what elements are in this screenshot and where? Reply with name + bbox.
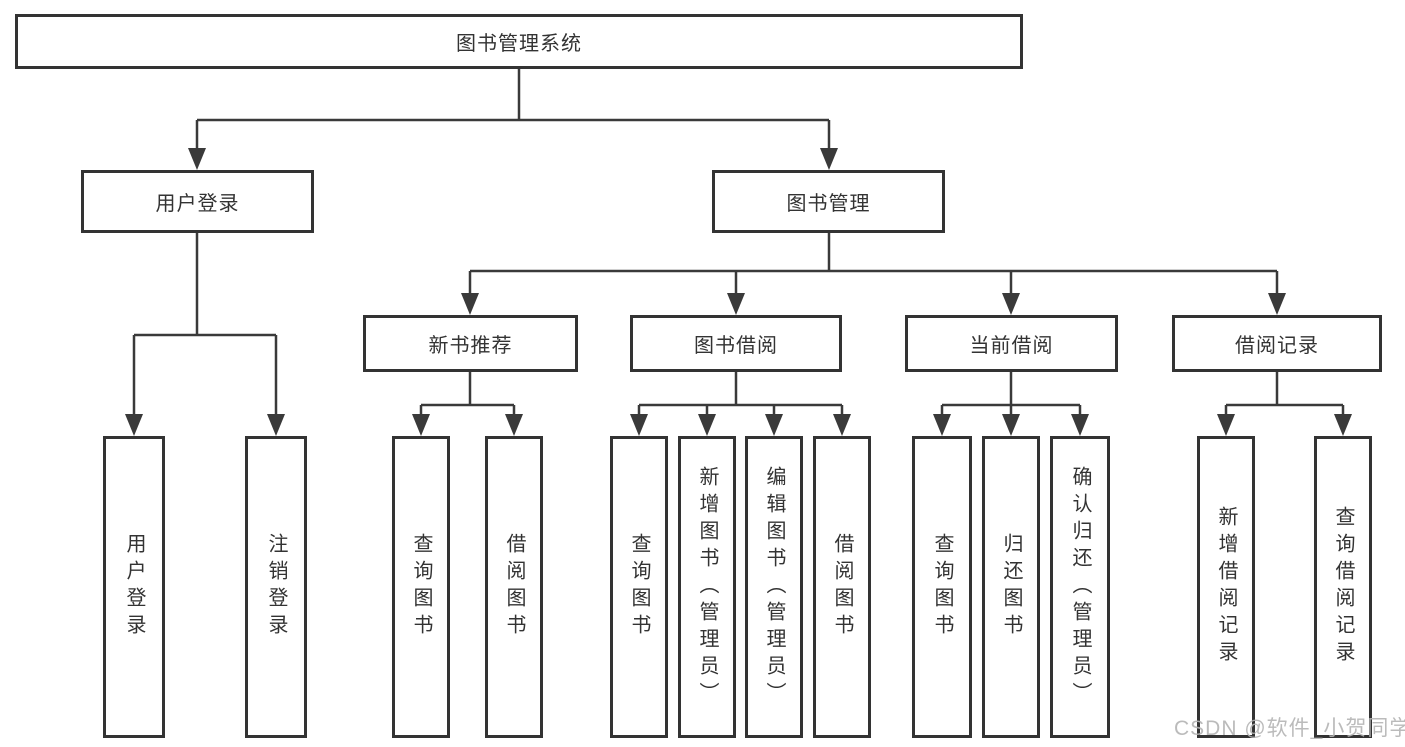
arrow-down-icon: [833, 414, 851, 436]
arrow-down-icon: [765, 414, 783, 436]
arrow-down-icon: [727, 293, 745, 315]
leaf-borrowing-add-books-admin: 新增图书（管理员）: [678, 436, 736, 738]
arrow-down-icon: [1071, 414, 1089, 436]
node-library-management-system: 图书管理系统: [15, 14, 1023, 69]
arrow-down-icon: [1268, 293, 1286, 315]
arrow-down-icon: [933, 414, 951, 436]
leaf-borrowing-borrow-books: 借阅图书: [813, 436, 871, 738]
arrow-down-icon: [267, 414, 285, 436]
arrow-down-icon: [630, 414, 648, 436]
arrow-down-icon: [461, 293, 479, 315]
node-book-management: 图书管理: [712, 170, 945, 233]
leaf-recommend-borrow-books: 借阅图书: [485, 436, 543, 738]
node-current-borrowing: 当前借阅: [905, 315, 1118, 372]
arrow-down-icon: [1217, 414, 1235, 436]
node-borrowing-records: 借阅记录: [1172, 315, 1382, 372]
leaf-current-confirm-return-admin: 确认归还（管理员）: [1050, 436, 1110, 738]
arrow-down-icon: [188, 148, 206, 170]
arrow-down-icon: [1002, 293, 1020, 315]
leaf-current-query-books: 查询图书: [912, 436, 972, 738]
arrow-down-icon: [1334, 414, 1352, 436]
node-new-book-recommend: 新书推荐: [363, 315, 578, 372]
leaf-records-query-record: 查询借阅记录: [1314, 436, 1372, 738]
leaf-logout: 注销登录: [245, 436, 307, 738]
leaf-user-login: 用户登录: [103, 436, 165, 738]
leaf-borrowing-query-books: 查询图书: [610, 436, 668, 738]
arrow-down-icon: [125, 414, 143, 436]
arrow-down-icon: [820, 148, 838, 170]
node-user-login: 用户登录: [81, 170, 314, 233]
arrow-down-icon: [412, 414, 430, 436]
leaf-recommend-query-books: 查询图书: [392, 436, 450, 738]
leaf-current-return-books: 归还图书: [982, 436, 1040, 738]
leaf-records-add-record: 新增借阅记录: [1197, 436, 1255, 738]
arrow-down-icon: [505, 414, 523, 436]
csdn-watermark: CSDN @软件_小贺同学: [1174, 717, 1405, 740]
arrow-down-icon: [1002, 414, 1020, 436]
leaf-borrowing-edit-books-admin: 编辑图书（管理员）: [745, 436, 803, 738]
node-book-borrowing: 图书借阅: [630, 315, 842, 372]
arrow-down-icon: [698, 414, 716, 436]
